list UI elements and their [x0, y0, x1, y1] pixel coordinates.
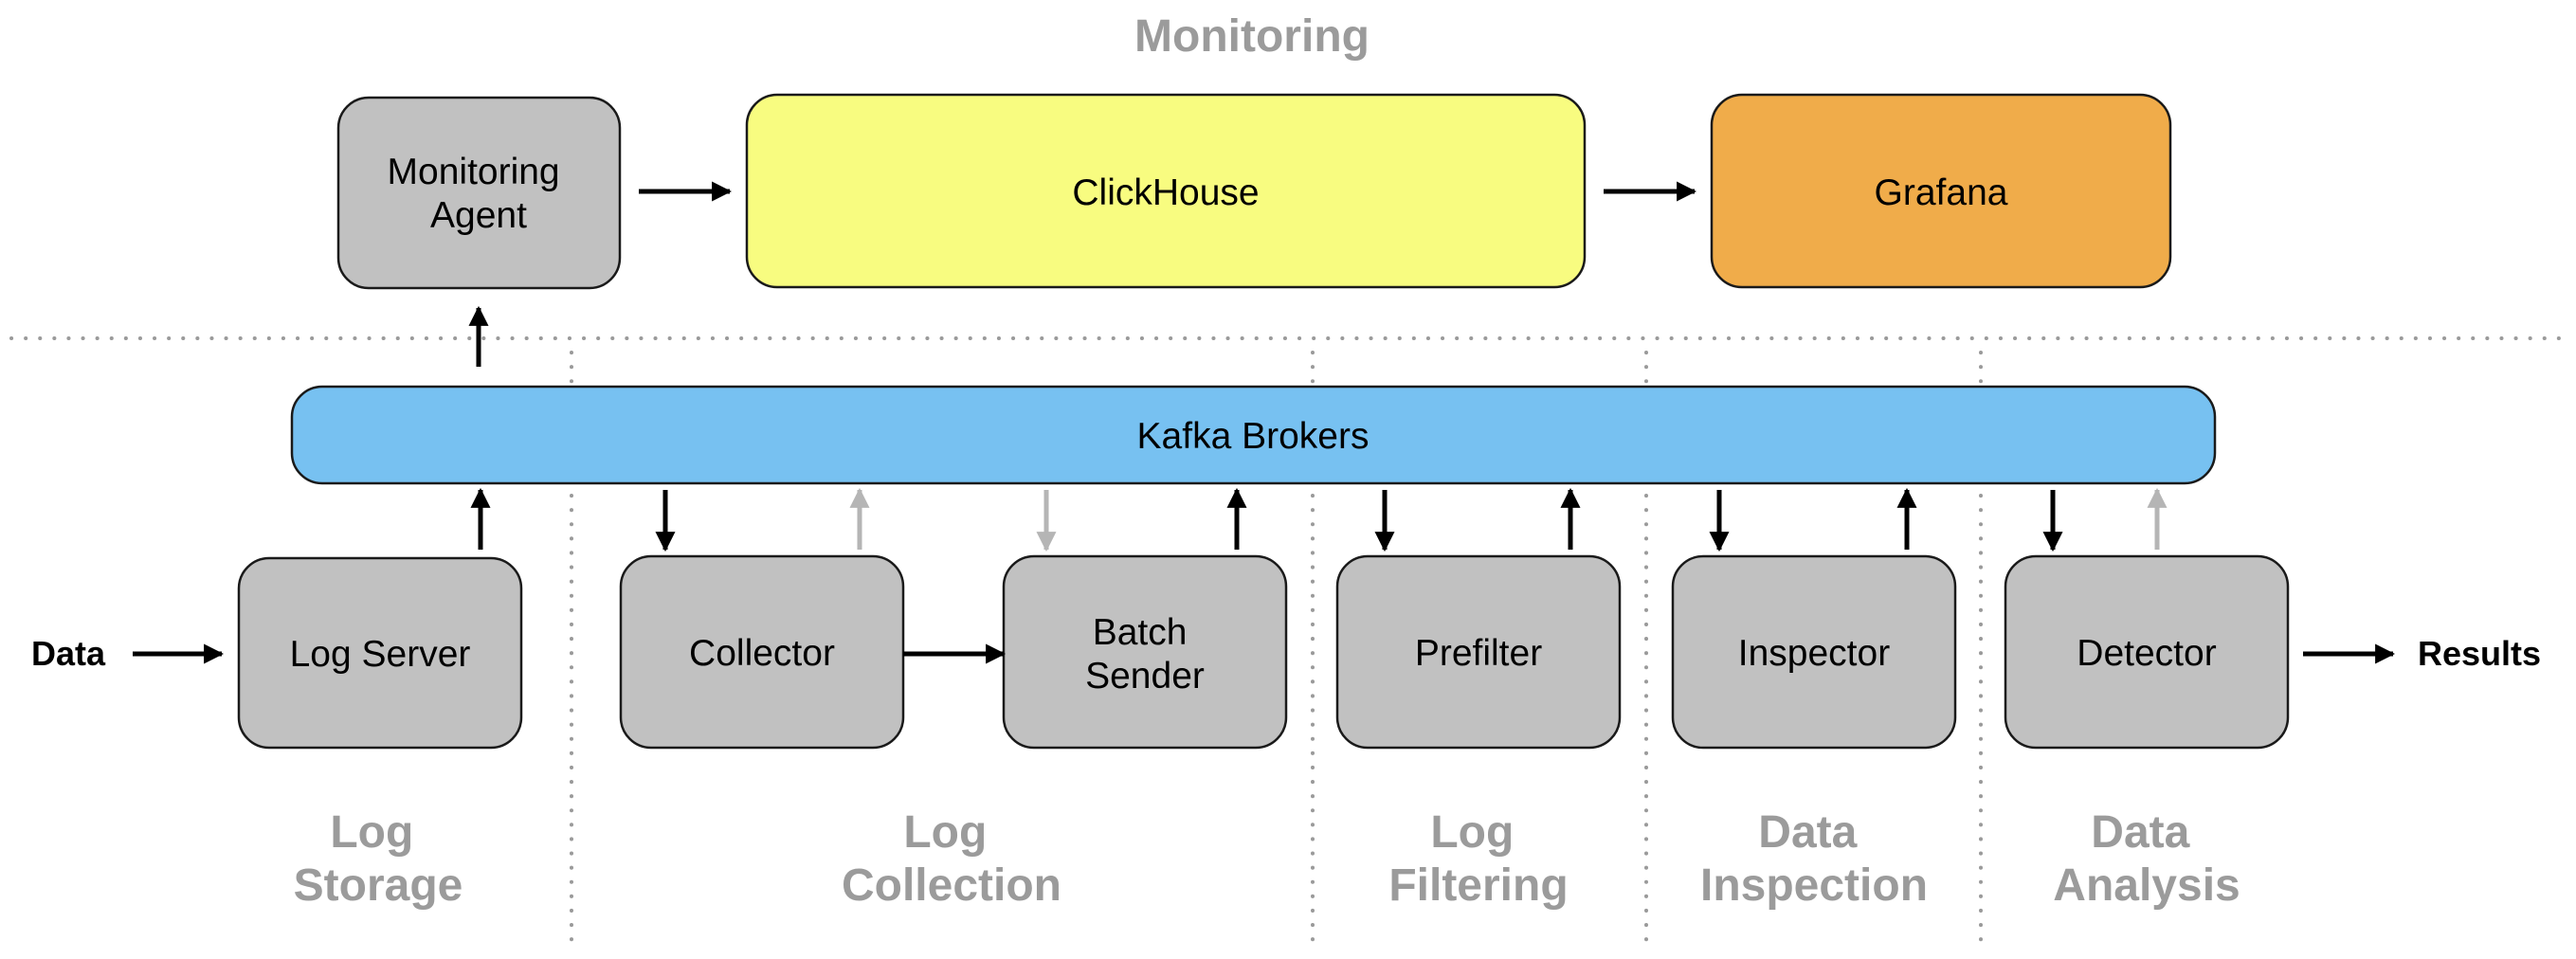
stage-label-data-inspection: Data Inspection — [1700, 807, 1928, 911]
clickhouse-label: ClickHouse — [1072, 172, 1259, 213]
batch-sender-node: Batch Sender — [1002, 554, 1288, 750]
stage-label-log-storage: Log Storage — [294, 807, 463, 911]
kafka-brokers-box — [290, 385, 2217, 485]
prefilter-node: Prefilter — [1335, 554, 1622, 750]
kafka-brokers-node: Kafka Brokers — [290, 385, 2217, 485]
data-input-label: Data — [31, 634, 106, 673]
log-server-node: Log Server — [237, 556, 523, 750]
clickhouse-box — [745, 93, 1587, 289]
monitoring-section-title: Monitoring — [1134, 11, 1370, 62]
detector-box — [2004, 554, 2290, 750]
detector-label: Detector — [2077, 633, 2216, 674]
grafana-node: Grafana — [1710, 93, 2172, 289]
prefilter-box — [1335, 554, 1622, 750]
batch-sender-label: Batch Sender — [1085, 612, 1205, 697]
log-server-box — [237, 556, 523, 750]
inspector-box — [1671, 554, 1957, 750]
monitoring-agent-node: Monitoring Agent — [336, 96, 622, 290]
monitoring-agent-label: Monitoring Agent — [388, 152, 571, 236]
clickhouse-node: ClickHouse — [745, 93, 1587, 289]
stage-label-log-collection: Log Collection — [842, 807, 1061, 911]
monitoring-agent-box — [336, 96, 622, 290]
stage-label-log-filtering: Log Filtering — [1388, 807, 1568, 911]
grafana-box — [1710, 93, 2172, 289]
collector-label: Collector — [689, 633, 835, 674]
stage-label-data-analysis: Data Analysis — [2053, 807, 2240, 911]
prefilter-label: Prefilter — [1415, 633, 1542, 674]
results-output-label: Results — [2418, 634, 2541, 673]
log-server-label: Log Server — [290, 634, 471, 675]
inspector-node: Inspector — [1671, 554, 1957, 750]
kafka-brokers-label: Kafka Brokers — [1137, 416, 1370, 457]
grafana-label: Grafana — [1875, 172, 2008, 213]
inspector-label: Inspector — [1738, 633, 1890, 674]
detector-node: Detector — [2004, 554, 2290, 750]
collector-node: Collector — [619, 554, 905, 750]
